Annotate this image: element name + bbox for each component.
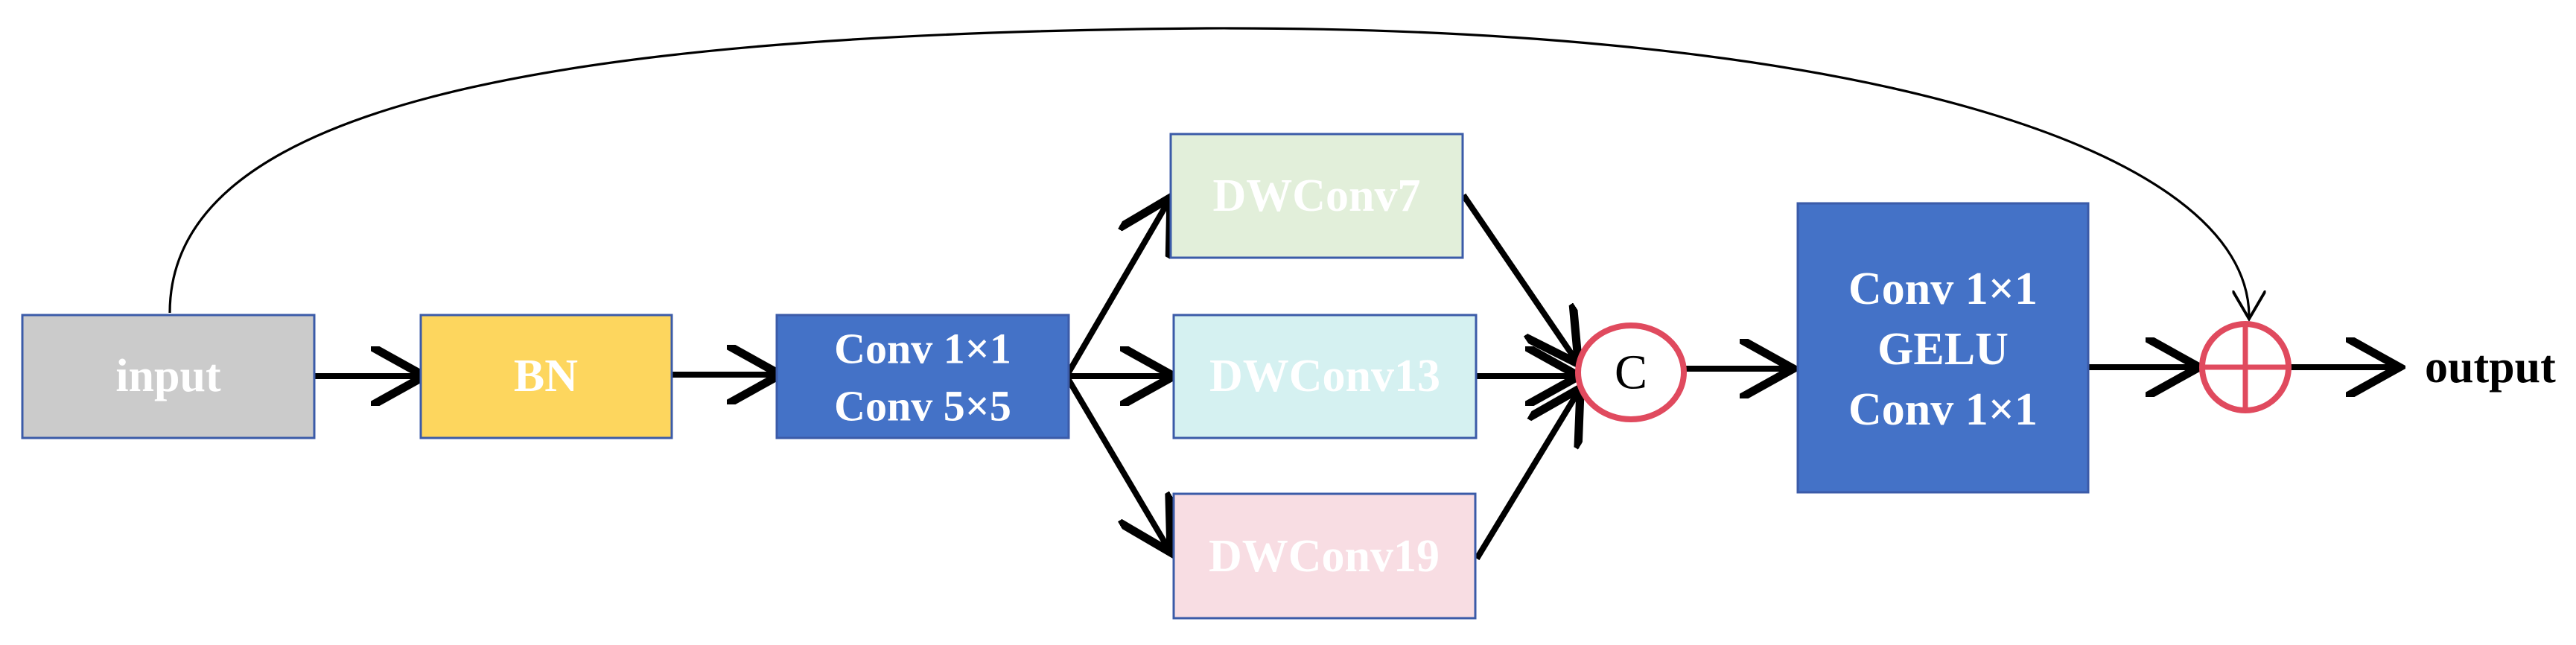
arrow-dwconv7-to-concat xyxy=(1460,193,1575,359)
mlp-line-1: Conv 1×1 xyxy=(1848,264,2038,314)
dwconv7-label: DWConv7 xyxy=(1212,171,1420,221)
dwconv19-node: DWConv19 xyxy=(1172,492,1477,620)
dwconv13-label: DWConv13 xyxy=(1209,351,1440,401)
add-node xyxy=(2199,321,2292,413)
skip-connection-arrow xyxy=(168,27,2249,317)
mlp-line-3: Conv 1×1 xyxy=(1848,384,2038,435)
output-label: output xyxy=(2425,342,2556,393)
concat-label: C xyxy=(1615,346,1647,400)
conv-line-2: Conv 5×5 xyxy=(834,382,1011,430)
input-label: input xyxy=(115,351,221,401)
arrow-conv-to-dwconv7 xyxy=(1063,203,1168,378)
bn-node: BN xyxy=(419,314,673,439)
conv-line-1: Conv 1×1 xyxy=(834,325,1011,373)
arrow-dwconv19-to-concat xyxy=(1474,393,1577,561)
dwconv19-label: DWConv19 xyxy=(1209,531,1440,582)
conv-node: Conv 1×1 Conv 5×5 xyxy=(775,314,1070,439)
bn-label: BN xyxy=(514,351,578,401)
arrow-conv-to-dwconv19 xyxy=(1063,374,1168,547)
dwconv13-node: DWConv13 xyxy=(1172,314,1478,439)
mlp-line-2: GELU xyxy=(1877,324,2009,375)
dwconv7-node: DWConv7 xyxy=(1169,133,1464,259)
mlp-node: Conv 1×1 GELU Conv 1×1 xyxy=(1796,202,2090,494)
concat-node: C xyxy=(1575,322,1687,422)
input-node: input xyxy=(21,314,316,439)
